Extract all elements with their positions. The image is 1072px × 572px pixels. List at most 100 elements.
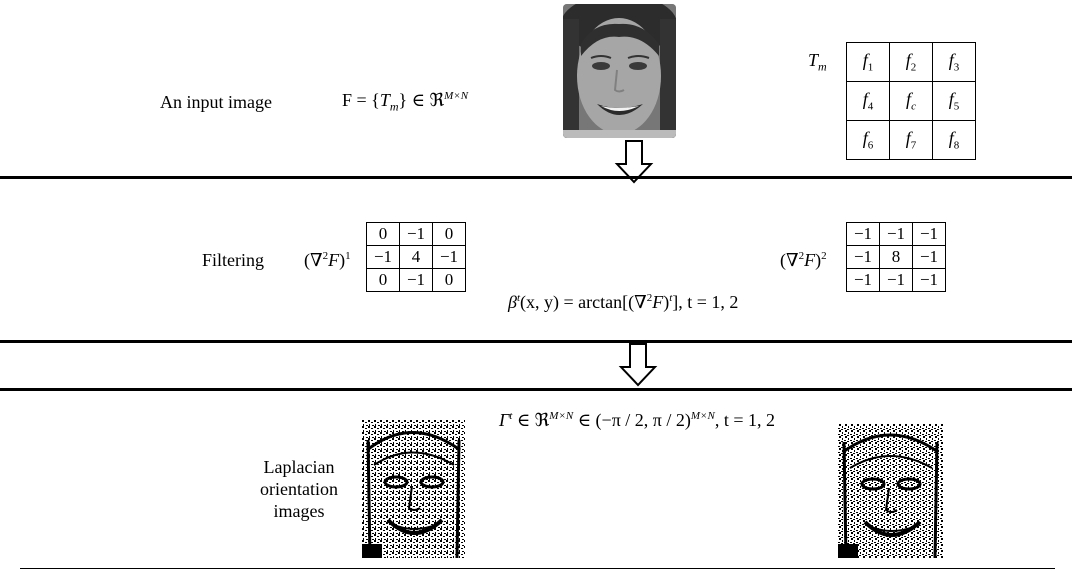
formula-part: ], t = 1, 2 (672, 292, 739, 312)
beta-formula: βt(x, y) = arctan[(∇2F)t], t = 1, 2 (508, 292, 738, 313)
matrix-cell: −1 (366, 245, 400, 269)
formula-sup: M×N (444, 90, 469, 102)
filter1-label-part: ) (339, 250, 346, 270)
formula-sup: M×N (549, 410, 574, 422)
matrix-cell: 4 (399, 245, 433, 269)
gamma-formula: Γt ∈ ℜM×N ∈ (−π / 2, π / 2)M×N, t = 1, 2 (499, 410, 775, 431)
matrix-cell: −1 (846, 222, 880, 246)
formula-part: Γ (499, 410, 510, 430)
input-formula: F = {Tm} ∈ ℜM×N (342, 90, 468, 115)
formula-sup: M×N (690, 410, 715, 422)
filter2-label-part: F (804, 250, 816, 270)
filter1-label-part: (∇ (304, 250, 323, 270)
formula-part: ∈ ℜ (512, 410, 550, 430)
filtering-label: Filtering (202, 250, 264, 270)
matrix-cell: f7 (889, 120, 933, 160)
filter2-label-sup: 2 (798, 250, 805, 262)
formula-part: , t = 1, 2 (714, 410, 775, 430)
matrix-cell: 8 (879, 245, 913, 269)
cell-sub: 5 (953, 100, 960, 113)
table-row: f1 f2 f3 (846, 42, 976, 82)
down-arrow-icon (614, 140, 654, 184)
matrix-cell: −1 (399, 268, 433, 292)
bottom-divider-line (20, 568, 1055, 569)
cell-sub: 2 (910, 61, 917, 74)
input-image-label: An input image (160, 92, 272, 112)
cell-base: f (862, 50, 868, 71)
cell-base: f (862, 128, 868, 149)
matrix-cell: f1 (846, 42, 890, 82)
matrix-cell: f4 (846, 81, 890, 121)
formula-sub: m (389, 99, 399, 114)
cell-base: f (906, 89, 912, 110)
table-row: f6 f7 f8 (846, 120, 976, 160)
down-arrow-icon (618, 343, 658, 387)
filter1-label: (∇2F)1 (304, 250, 351, 271)
matrix-cell: −1 (846, 268, 880, 292)
formula-part: F = { (342, 90, 380, 110)
matrix-cell: −1 (879, 222, 913, 246)
matrix-cell: f8 (932, 120, 976, 160)
matrix-cell: 0 (366, 222, 400, 246)
matrix-cell: −1 (879, 268, 913, 292)
filter1-label-part: F (328, 250, 340, 270)
matrix-cell: f6 (846, 120, 890, 160)
table-row: −1−1−1 (846, 222, 946, 246)
tm-label: Tm (808, 50, 827, 75)
laplacian-label-line: images (273, 501, 325, 521)
tm-matrix: f1 f2 f3 f4 fc f5 f6 f7 f8 (846, 42, 976, 160)
cell-sub: 8 (953, 139, 960, 152)
formula-sup: t (669, 292, 673, 304)
matrix-cell: −1 (912, 268, 946, 292)
matrix-cell: fc (889, 81, 933, 121)
filter1-label-sup: 1 (345, 250, 351, 262)
tm-label-text: T (808, 50, 819, 70)
cell-base: f (905, 50, 911, 71)
filter2-label-part: ) (815, 250, 822, 270)
table-row: f4 fc f5 (846, 81, 976, 121)
matrix-cell: −1 (432, 245, 466, 269)
filter2-label: (∇2F)2 (780, 250, 827, 271)
input-face-image (563, 4, 676, 138)
cell-sub: 7 (910, 139, 917, 152)
orientation-texture (362, 420, 465, 558)
cell-sub: 3 (953, 61, 960, 74)
cell-base: f (862, 89, 868, 110)
filter1-label-sup: 2 (322, 250, 329, 262)
laplacian-label-line: orientation (260, 479, 338, 499)
formula-part: T (379, 90, 390, 110)
formula-part: β (508, 292, 517, 312)
cell-base: f (905, 128, 911, 149)
face-illustration (563, 4, 676, 138)
cell-base: f (948, 50, 954, 71)
formula-sup: t (509, 410, 513, 422)
orientation-image-1 (362, 420, 465, 558)
matrix-cell: −1 (846, 245, 880, 269)
formula-sup: 2 (646, 292, 653, 304)
divider-line (0, 176, 1072, 179)
cell-base: f (948, 89, 954, 110)
laplacian-label-line: Laplacian (263, 457, 335, 477)
matrix-cell: −1 (399, 222, 433, 246)
matrix-cell: −1 (912, 245, 946, 269)
matrix-cell: −1 (912, 222, 946, 246)
cell-sub: 1 (867, 61, 874, 74)
formula-part: F (652, 292, 664, 312)
matrix-cell: 0 (432, 268, 466, 292)
cell-base: f (948, 128, 954, 149)
formula-sup: t (516, 292, 521, 304)
formula-part: ) (663, 292, 670, 312)
matrix-cell: 0 (366, 268, 400, 292)
tm-label-sub: m (818, 59, 827, 74)
matrix-cell: f2 (889, 42, 933, 82)
matrix-cell: f3 (932, 42, 976, 82)
orientation-image-2 (838, 424, 943, 558)
cell-sub: c (911, 100, 916, 113)
cell-sub: 4 (867, 100, 874, 113)
filter2-label-part: (∇ (780, 250, 799, 270)
formula-part: (x, y) = arctan[(∇ (520, 292, 647, 312)
